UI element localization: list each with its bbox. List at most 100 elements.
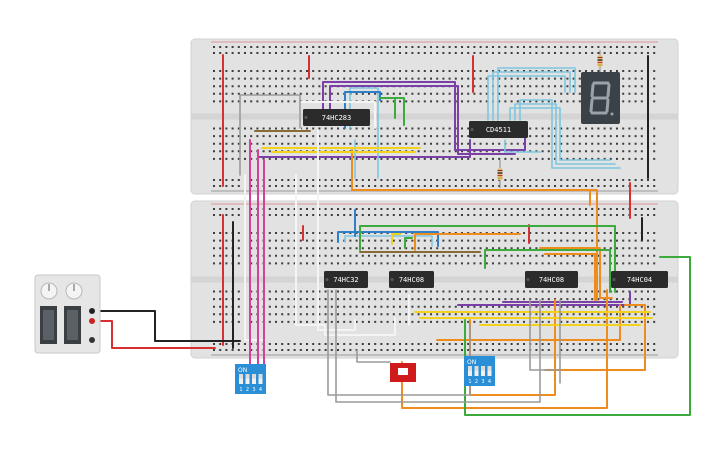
chip-74hc04-notch [612, 277, 616, 282]
wire [359, 225, 616, 293]
chip-74hc08-a-notch [390, 277, 394, 282]
display-segment [590, 83, 595, 98]
wire [356, 349, 391, 363]
wire [401, 289, 608, 409]
wire [484, 249, 611, 293]
wire [92, 310, 241, 342]
dip-switch-right-number-1: 1 [468, 379, 471, 385]
wire [529, 299, 561, 371]
dip-switch-left-toggle-knob[interactable] [258, 374, 263, 379]
chip-74hc283-body [303, 109, 370, 126]
wire [258, 139, 471, 158]
dip-switch-left-number-1: 1 [239, 387, 242, 393]
terminal-red[interactable] [89, 318, 95, 324]
wire [539, 247, 613, 299]
chip-74hc32: 74HC32 [324, 271, 368, 288]
display-decimal-point [610, 112, 614, 116]
wire [492, 71, 571, 121]
chip-74hc08-b-body [525, 271, 578, 288]
dip-switch-right-toggle-knob[interactable] [468, 366, 472, 371]
resistor-decoder-band [497, 169, 503, 172]
wire [351, 149, 598, 301]
wire [487, 75, 566, 121]
dip-switch-right-toggle-knob[interactable] [487, 366, 492, 371]
chip-74hc283: 74HC283 [303, 109, 370, 126]
meter-screen [67, 310, 78, 340]
wire [544, 304, 646, 371]
dip-switch-right-number-4: 4 [488, 379, 491, 385]
resistor-decoder-band [497, 172, 503, 174]
chip-74hc32-notch [325, 277, 329, 282]
display-segment [589, 98, 594, 113]
dip-switch-right-toggle-4[interactable] [487, 366, 492, 376]
wire [504, 139, 541, 153]
wire [391, 233, 401, 245]
wire [509, 107, 611, 161]
resistor-display [597, 50, 603, 72]
dip-switch-right-toggle-knob[interactable] [481, 366, 485, 371]
meter-screen [43, 310, 54, 340]
dip-switch-right-toggle-knob[interactable] [474, 366, 479, 371]
dip-switch-left-toggle-knob[interactable] [245, 374, 250, 379]
wire [349, 87, 379, 179]
chip-74hc283-label: 74HC283 [322, 114, 352, 122]
wire [436, 304, 621, 341]
dip-switch-left-toggle-knob[interactable] [239, 374, 243, 379]
resistor-display-band [597, 64, 603, 66]
wire [404, 237, 413, 249]
chip-74hc283-notch [304, 115, 308, 120]
breadboard-bottom-center-channel [191, 276, 678, 283]
chip-74hc08-a-body [389, 271, 434, 288]
resistor-decoder-band [497, 177, 503, 179]
dip-switch-left-toggle-2[interactable] [245, 374, 250, 384]
chip-74hc08-b: 74HC08 [525, 271, 578, 288]
wire [329, 85, 516, 155]
display-segment [606, 83, 611, 98]
red-pushbutton-icon[interactable] [390, 363, 416, 382]
chip-74hc32-label: 74HC32 [333, 276, 358, 284]
chip-74hc08-b-label: 74HC08 [539, 276, 564, 284]
chip-74hc08-b-notch [526, 277, 530, 282]
resistor-display-band [597, 56, 603, 59]
terminal-black[interactable] [89, 308, 95, 314]
dip-switch-left-on-label: ON [238, 367, 247, 374]
dip-switch-right-toggle-2[interactable] [474, 366, 479, 376]
dip-switch-left-toggle-knob[interactable] [252, 374, 256, 379]
dip-switch-left-toggle-4[interactable] [258, 374, 263, 384]
dip-switch-right-toggle-1[interactable] [468, 366, 472, 376]
chip-74hc04-label: 74HC04 [627, 276, 652, 284]
dip-switch-right-number-2: 2 [475, 379, 478, 385]
dip-switch-left-number-2: 2 [246, 387, 249, 393]
wire [344, 235, 433, 247]
wire [519, 99, 621, 169]
wire [497, 67, 576, 121]
terminal-ground[interactable] [89, 337, 95, 343]
wires [92, 54, 691, 416]
wire [379, 97, 405, 126]
chip-74hc08-a: 74HC08 [389, 271, 434, 288]
dip-switch-left-number-4: 4 [259, 387, 262, 393]
resistor-display-band [597, 61, 603, 64]
dip-switch-left-toggle-3[interactable] [252, 374, 256, 384]
breadboard-top-center-channel [191, 113, 678, 120]
dual-knob-power-supply-icon [34, 274, 101, 354]
wire [335, 289, 541, 403]
wire [544, 253, 596, 301]
wire [239, 94, 301, 129]
seven-segment-digit-8-icon [589, 81, 614, 116]
wire [514, 103, 616, 165]
chip-cd4511: CD4511 [469, 121, 528, 138]
chip-cd4511-notch [470, 127, 474, 132]
dip-switch-right-number-3: 3 [481, 379, 484, 385]
dip-switch-left-toggle-1[interactable] [239, 374, 243, 384]
wire [414, 233, 521, 251]
chip-74hc04-body [611, 271, 668, 288]
dip-switch-right-toggle-3[interactable] [481, 366, 485, 376]
wire [92, 320, 216, 349]
resistor-decoder-band [497, 174, 503, 177]
chip-74hc04: 74HC04 [611, 271, 668, 288]
button-cap[interactable] [398, 368, 408, 375]
